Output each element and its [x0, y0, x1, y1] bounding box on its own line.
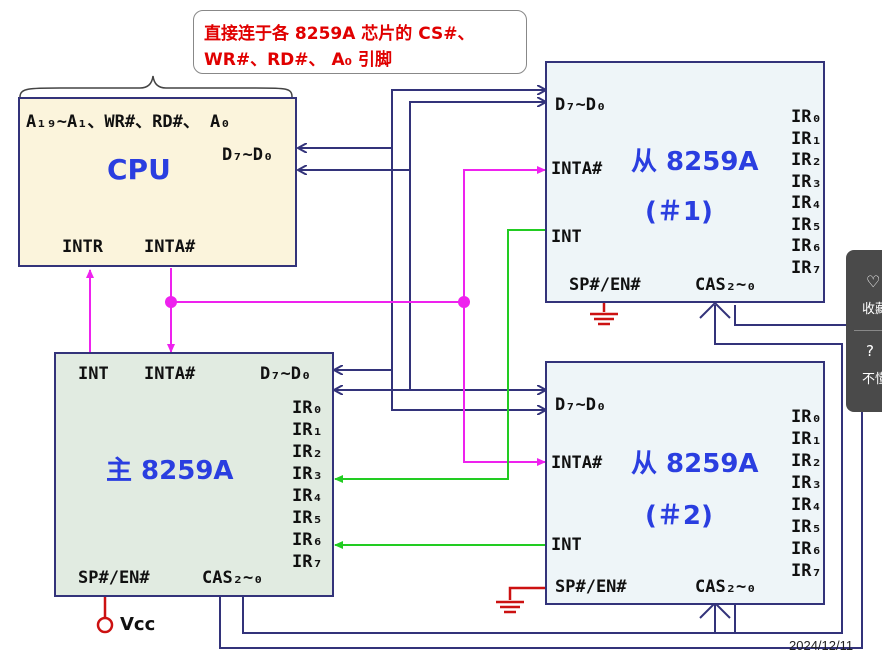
vcc-symbol — [96, 597, 114, 634]
callout-note: 直接连于各 8259A 芯片的 CS#、 WR#、RD#、 A₀ 引脚 — [193, 10, 527, 74]
master-data: D₇~D₀ — [260, 364, 312, 384]
slave-8259a-2: D₇~D₀ INTA# INT 从 8259A (＃2) IR₀ IR₁ IR₂… — [545, 361, 825, 605]
slave2-ir-2: IR₂ — [791, 451, 822, 471]
cpu-data-pins: D₇~D₀ — [222, 145, 274, 165]
slave2-ir-0: IR₀ — [791, 407, 822, 427]
slave1-ir-3: IR₃ — [791, 171, 822, 192]
ground-symbol-slave2 — [496, 586, 545, 614]
slave1-ir-0: IR₀ — [791, 107, 822, 127]
cas-bus — [219, 305, 882, 649]
master-title: 主 8259A — [106, 456, 234, 486]
master-ir-1: IR₁ — [292, 420, 323, 440]
slave1-ir-2: IR₂ — [791, 150, 822, 170]
int-lines — [334, 229, 545, 549]
ground-symbol-slave1 — [590, 302, 618, 326]
inta-junction-cpu — [165, 296, 177, 308]
slave1-ir-1: IR₁ — [791, 128, 822, 149]
slave-8259a-1: D₇~D₀ INTA# INT 从 8259A (＃1) IR₀ IR₁ IR₂… — [545, 61, 825, 303]
master-ir-6: IR₆ — [292, 530, 323, 550]
heart-icon[interactable]: ♡ — [866, 272, 881, 291]
slave2-ir-1: IR₁ — [791, 429, 822, 449]
slave2-title: 从 8259A — [631, 449, 759, 479]
slave2-ir-5: IR₅ — [791, 517, 822, 537]
question-icon[interactable]: ? — [866, 342, 874, 360]
master-ir-list: IR₀ IR₁ IR₂ IR₃ IR₄ IR₅ IR₆ IR₇ — [292, 398, 323, 574]
slave1-int: INT — [551, 227, 582, 247]
sidebar-divider — [854, 330, 882, 331]
master-ir-5: IR₅ — [292, 508, 323, 528]
slave1-spen: SP#/EN# — [569, 275, 641, 295]
master-inta: INTA# — [144, 364, 196, 384]
inta-junction-slave — [458, 296, 470, 308]
master-ir-3: IR₃ — [292, 464, 323, 484]
slave1-data: D₇~D₀ — [555, 95, 607, 115]
cpu-inta: INTA# — [144, 237, 196, 257]
slave2-spen: SP#/EN# — [555, 577, 627, 597]
slave1-ir-5: IR₅ — [791, 214, 822, 235]
favorite-label[interactable]: 收藏 — [862, 302, 882, 317]
note-line-1: 直接连于各 8259A 芯片的 CS#、 — [204, 24, 475, 44]
master-ir-0: IR₀ — [292, 398, 323, 418]
slave2-ir-3: IR₃ — [791, 473, 822, 493]
timestamp: 2024/12/11 — [789, 638, 854, 653]
slave2-ir-list: IR₀ IR₁ IR₂ IR₃ IR₄ IR₅ IR₆ IR₇ — [791, 407, 822, 583]
vcc-label: Vcc — [120, 614, 156, 635]
floating-sidebar: ♡ 收藏 ? 不懂 — [846, 250, 882, 412]
slave1-ir-6: IR₆ — [791, 236, 822, 256]
slave2-cas: CAS₂~₀ — [695, 577, 757, 597]
note-line-2: WR#、RD#、 A₀ 引脚 — [204, 50, 392, 70]
slave1-ir-list: IR₀ IR₁ IR₂ IR₃ IR₄ IR₅ IR₆ IR₇ — [791, 107, 822, 279]
slave1-ir-7: IR₇ — [791, 257, 822, 278]
slave1-num: (＃1) — [645, 197, 713, 227]
slave2-ir-7: IR₇ — [791, 561, 822, 581]
inta-lines — [167, 166, 546, 466]
cpu-title: CPU — [107, 153, 171, 186]
cpu-intr: INTR — [62, 237, 103, 257]
cpu-block: A₁₉~A₁、WR#、RD#、 A₀ D₇~D₀ CPU INTR INTA# — [18, 97, 297, 267]
slave1-ir-4: IR₄ — [791, 193, 822, 213]
slave1-title: 从 8259A — [631, 147, 759, 177]
cpu-addr-pins: A₁₉~A₁、WR#、RD#、 A₀ — [26, 112, 231, 132]
slave2-data: D₇~D₀ — [555, 395, 607, 415]
slave1-inta: INTA# — [551, 159, 603, 179]
brace — [19, 75, 293, 98]
slave2-inta: INTA# — [551, 453, 603, 473]
master-spen: SP#/EN# — [78, 568, 150, 588]
master-ir-7: IR₇ — [292, 552, 323, 572]
slave2-ir-6: IR₆ — [791, 539, 822, 559]
master-ir-2: IR₂ — [292, 442, 323, 462]
master-cas: CAS₂~₀ — [202, 568, 264, 588]
data-bus — [299, 90, 545, 410]
slave1-cas: CAS₂~₀ — [695, 275, 757, 295]
master-int: INT — [78, 364, 109, 384]
master-ir-4: IR₄ — [292, 486, 323, 506]
slave2-ir-4: IR₄ — [791, 495, 822, 515]
master-8259a: INT INTA# D₇~D₀ 主 8259A IR₀ IR₁ IR₂ IR₃ … — [54, 352, 334, 597]
slave2-num: (＃2) — [645, 501, 713, 531]
slave2-int: INT — [551, 535, 582, 555]
unclear-label[interactable]: 不懂 — [862, 372, 882, 387]
